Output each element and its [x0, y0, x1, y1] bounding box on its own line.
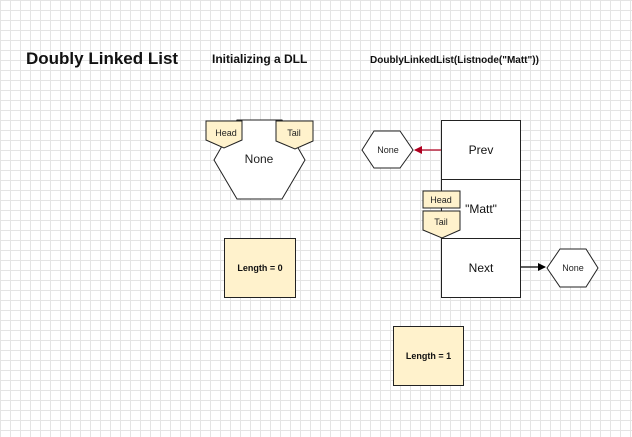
- right-tail-pointer-tag: Tail: [422, 210, 461, 239]
- right-head-pointer-label: Head: [430, 195, 452, 205]
- head-pointer-label: Head: [215, 128, 237, 138]
- prev-none-hexagon: None: [361, 130, 414, 169]
- right-tail-pointer-label: Tail: [434, 217, 448, 227]
- tail-pointer-tag: Tail: [275, 120, 314, 150]
- section-title-constructor: DoublyLinkedList(Listnode("Matt")): [370, 55, 539, 66]
- empty-node-label: None: [245, 152, 274, 166]
- head-pointer-tag: Head: [205, 120, 243, 149]
- next-none-hexagon: None: [546, 248, 599, 288]
- prev-none-label: None: [377, 145, 399, 155]
- section-title-initializing: Initializing a DLL: [212, 52, 308, 66]
- length-box-one: Length = 1: [393, 326, 464, 386]
- page-title: Doubly Linked List: [26, 49, 179, 68]
- length-box-empty: Length = 0: [224, 238, 296, 298]
- node-next-cell: Next: [441, 238, 521, 298]
- right-head-pointer-tag: Head: [422, 190, 461, 209]
- next-none-label: None: [562, 263, 584, 273]
- tail-pointer-label: Tail: [287, 128, 301, 138]
